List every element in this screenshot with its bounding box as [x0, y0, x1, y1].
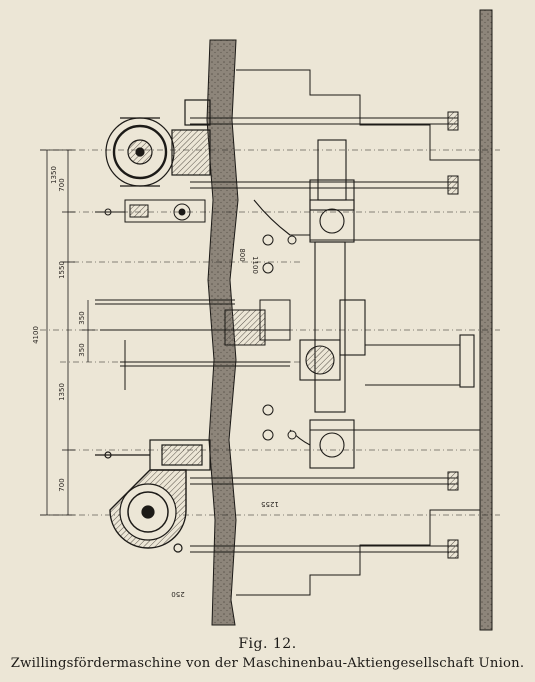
- dim-total: 4100: [32, 326, 40, 344]
- dim-mid-b: 350: [78, 343, 86, 356]
- pipework: [253, 139, 475, 469]
- dim-mid-upper: 1550: [58, 261, 66, 279]
- right-wall: [479, 9, 493, 631]
- dim-base: 250: [171, 590, 184, 598]
- dim-pipe-a: 1100: [251, 256, 259, 274]
- figure-label: Fig. 12.: [238, 636, 297, 652]
- upper-drum: [105, 99, 211, 187]
- flanges: [262, 234, 297, 441]
- dim-upper-pitch: 700: [58, 178, 66, 191]
- engine-drawing: 4100 700 1550 1350 350 350 1350 700 1100…: [32, 9, 500, 631]
- centre-shafts: [95, 299, 291, 390]
- centre-lines: [40, 149, 500, 516]
- foundation-wall: [206, 39, 239, 626]
- foundation-outline: [236, 69, 480, 596]
- lower-drum: [95, 439, 211, 553]
- dimension-chain: [40, 149, 95, 516]
- dim-lower-pitch: 700: [58, 478, 66, 491]
- figure-caption: Zwillingsfördermaschine von der Maschine…: [10, 656, 525, 671]
- anchor-bolts: [190, 111, 459, 559]
- dim-pipe-lower: 1255: [261, 500, 279, 508]
- dim-pipe-b: 800: [238, 248, 246, 261]
- dim-mid-a: 350: [78, 311, 86, 324]
- dim-lower-centre: 1350: [58, 383, 66, 401]
- upper-valve: [95, 199, 206, 223]
- dim-upper-centre: 1350: [50, 166, 58, 184]
